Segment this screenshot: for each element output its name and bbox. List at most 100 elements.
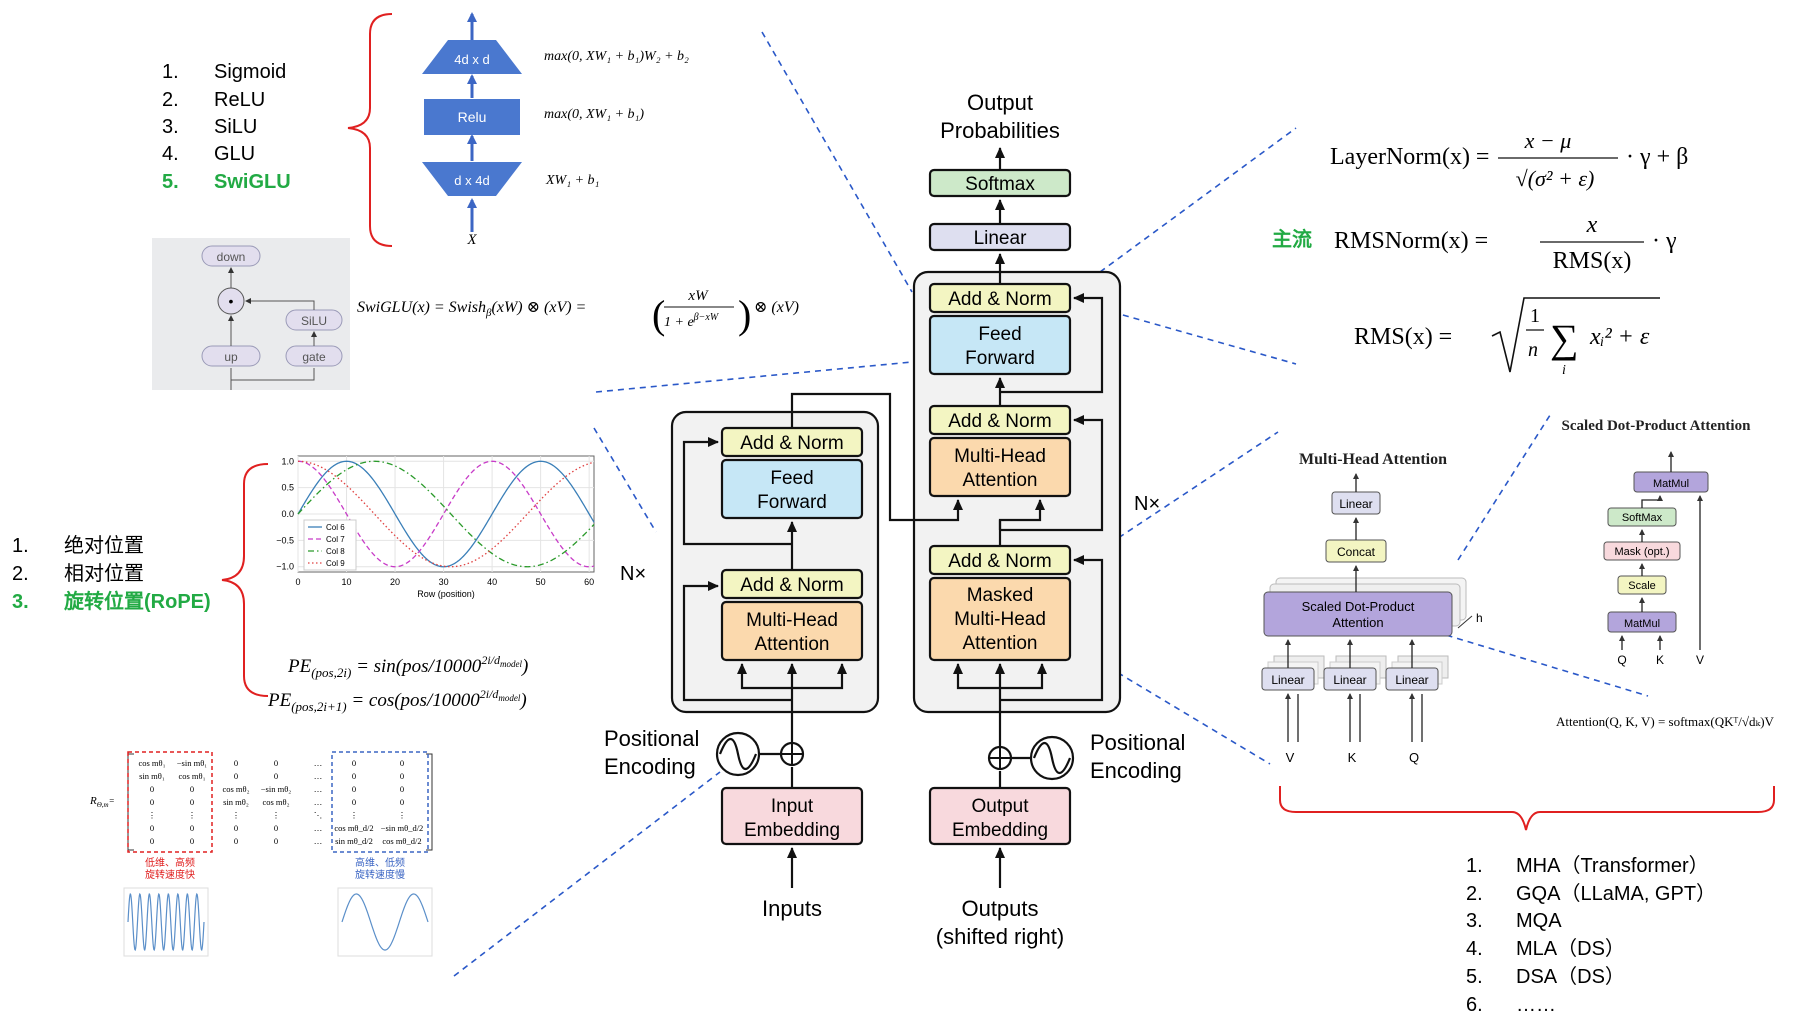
activation-num-2: 2. (162, 89, 179, 111)
variant-label-5: DSA（DS） (1516, 965, 1625, 988)
variant-num-4: 4. (1466, 938, 1483, 960)
rope-cell: 0 (274, 823, 278, 833)
rope-cell: … (314, 797, 323, 807)
decoder-masked-attention (928, 576, 1072, 662)
decoder-mha-label-2: Attention (963, 470, 1038, 491)
rope-cell: 0 (190, 823, 194, 833)
ffn-relu-label: Relu (458, 109, 487, 125)
swiglu-multiply-dot: • (229, 293, 234, 309)
variant-num-6: 6. (1466, 994, 1483, 1016)
rms-sum-sub: i (1562, 363, 1566, 378)
pe-x-tick: 0 (295, 577, 300, 587)
activation-num-1: 1. (162, 61, 179, 83)
decoder-mha-label-1: Multi-Head (954, 446, 1046, 467)
output-probabilities-2: Probabilities (940, 118, 1060, 143)
swiglu-frac-num: xW (687, 288, 709, 304)
encoder-ff-label-2: Forward (757, 492, 827, 513)
layernorm-rhs: · γ + β (1626, 144, 1688, 170)
swiglu-up-label: up (224, 350, 238, 364)
mha-linear-v-label: Linear (1271, 673, 1304, 687)
pos-enc-right-add (987, 745, 1013, 771)
rope-r-label: RΘ,m= (89, 795, 115, 809)
pe-y-tick: 1.0 (281, 456, 294, 466)
rope-cell: 0 (400, 771, 404, 781)
mha-linear-q-group: Linear (1385, 655, 1449, 691)
variant-label-6: …… (1516, 994, 1556, 1016)
activation-label-4: GLU (214, 143, 255, 165)
rope-low-freq-wave (337, 887, 433, 957)
sdpa-scale-label: Scale (1628, 580, 1656, 592)
rope-cell: sin mθ₂ (223, 797, 249, 807)
variant-label-1: MHA（Transformer） (1516, 854, 1709, 877)
rmsnorm-rhs: · γ (1652, 228, 1677, 254)
decoder-nx-label: N× (1134, 493, 1160, 515)
rope-cell: … (314, 784, 323, 794)
rmsnorm-den: RMS(x) (1553, 248, 1632, 274)
rope-high-dim-2: 旋转速度慢 (355, 868, 405, 881)
variant-num-1: 1. (1466, 855, 1483, 877)
activation-label-1: Sigmoid (214, 61, 286, 83)
position-num-3: 3. (12, 591, 29, 613)
output-embedding-label-1: Output (971, 796, 1029, 817)
output-embedding-label-2: Embedding (952, 820, 1048, 841)
rope-cell: 0 (234, 823, 238, 833)
rope-cell: −sin mθ₂ (261, 784, 292, 794)
rope-cell: ⋮ (350, 810, 359, 820)
position-list: 1. 绝对位置 2. 相对位置 3. 旋转位置(RoPE) (12, 534, 211, 613)
activation-label-5: SwiGLU (214, 171, 291, 193)
encoder-add-norm-top-label: Add & Norm (740, 433, 843, 454)
rope-cell: cos mθ₂ (222, 784, 249, 794)
pe-legend-box (303, 519, 357, 571)
rope-cell: 0 (190, 784, 194, 794)
pe-x-axis-label: Row (position) (417, 589, 475, 599)
pe-cos-formula: PE(pos,2i+1) = cos(pos/100002i/dmodel) (267, 687, 527, 714)
decoder-ff-label-2: Forward (965, 348, 1035, 369)
ffn-formula-mid: max(0, XW₁ + b₁) (544, 107, 644, 122)
rope-cell: 0 (234, 758, 238, 768)
rmsnorm-lhs: RMSNorm(x) = (1334, 228, 1488, 254)
mha-linear-k-group: Linear (1323, 655, 1387, 691)
sdpa-matmul-top-label: MatMul (1653, 478, 1689, 490)
rope-low-dim-box (127, 751, 213, 853)
inputs-label: Inputs (762, 896, 822, 921)
rope-cell: ⋮ (188, 810, 197, 820)
mha-concat-label: Concat (1337, 545, 1376, 559)
activation-label-3: SiLU (214, 116, 257, 138)
encoder-mha-label-2: Attention (755, 634, 830, 655)
outputs-label-1: Outputs (961, 896, 1038, 921)
rope-cell: … (314, 836, 323, 846)
decoder-masked-label-2: Multi-Head (954, 609, 1046, 630)
pos-enc-right-label-1: Positional (1090, 730, 1185, 755)
rmsnorm-num: x (1586, 212, 1598, 238)
rms-sum: ∑ (1550, 316, 1579, 361)
ffn-bottom-trapezoid (422, 162, 522, 196)
mha-q-label: Q (1409, 750, 1419, 765)
pe-x-tick: 20 (390, 577, 400, 587)
ffn-relu-box (424, 99, 520, 135)
pe-sin-formula: PE(pos,2i) = sin(pos/100002i/dmodel) (287, 653, 528, 680)
pe-legend-label: Col 6 (326, 523, 345, 532)
pos-enc-left-add (779, 741, 805, 767)
rope-cell: 0 (352, 784, 356, 794)
variant-label-2: GQA（LLaMA, GPT） (1516, 882, 1716, 905)
rope-cell: ⋮ (272, 810, 281, 820)
swiglu-down-box (201, 245, 261, 267)
ffn-top-label: 4d x d (454, 52, 489, 67)
encoder-add-norm-bottom-label: Add & Norm (740, 575, 843, 596)
transformer-wires (682, 147, 1104, 888)
swiglu-down-label: down (217, 250, 246, 264)
variant-label-3: MQA (1516, 910, 1562, 932)
sdpa-diagram: Scaled Dot-Product Attention MatMul Soft… (1556, 418, 1775, 729)
ffn-top-trapezoid (422, 40, 522, 74)
swiglu-diagram: down • SiLU up gate (152, 238, 350, 390)
mha-linear-top-label: Linear (1339, 497, 1372, 511)
ffn-formula-bottom: XW₁ + b₁ (545, 173, 599, 188)
rope-cell: 0 (274, 771, 278, 781)
attention-variants-bracket (1279, 786, 1775, 831)
input-embedding-label-1: Input (771, 796, 814, 817)
layernorm-num: x − μ (1524, 128, 1572, 153)
rope-cell: −sin mθ_d/2 (381, 823, 424, 833)
